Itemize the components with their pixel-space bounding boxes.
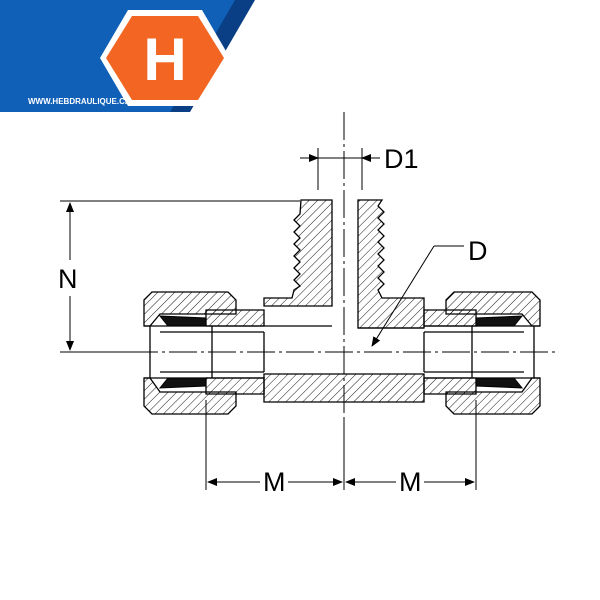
website-url: WWW.HEBDRAULIQUE.CA bbox=[28, 97, 131, 106]
left-tube-inner bbox=[160, 331, 264, 373]
branch-left-wall bbox=[263, 199, 333, 307]
logo-letter: H bbox=[143, 26, 186, 93]
right-tube-inner bbox=[424, 331, 524, 373]
label-m-left: M bbox=[263, 467, 286, 497]
label-d1: D1 bbox=[384, 144, 419, 174]
left-nut-lower bbox=[143, 377, 237, 415]
branch-right-wall bbox=[357, 199, 425, 329]
dimension-m bbox=[205, 400, 477, 490]
right-nut-lower bbox=[445, 377, 541, 415]
dimension-n bbox=[60, 200, 300, 353]
left-tube bbox=[144, 325, 264, 379]
label-m-right: M bbox=[399, 467, 422, 497]
dimension-d1 bbox=[300, 148, 380, 190]
centre-lines bbox=[130, 112, 556, 420]
label-n: N bbox=[58, 264, 78, 294]
right-ferrule-lower bbox=[475, 377, 524, 389]
hexagon-logo-icon: H bbox=[100, 10, 230, 106]
right-ferrule-upper bbox=[475, 315, 524, 327]
left-ferrule-lower bbox=[158, 377, 207, 389]
dimension-d bbox=[371, 245, 464, 347]
ferrules bbox=[158, 315, 524, 389]
left-ferrule-upper bbox=[158, 315, 207, 327]
label-d: D bbox=[468, 236, 488, 266]
right-tube bbox=[424, 325, 540, 379]
brand-banner: H WWW.HEBDRAULIQUE.CA bbox=[0, 0, 255, 112]
